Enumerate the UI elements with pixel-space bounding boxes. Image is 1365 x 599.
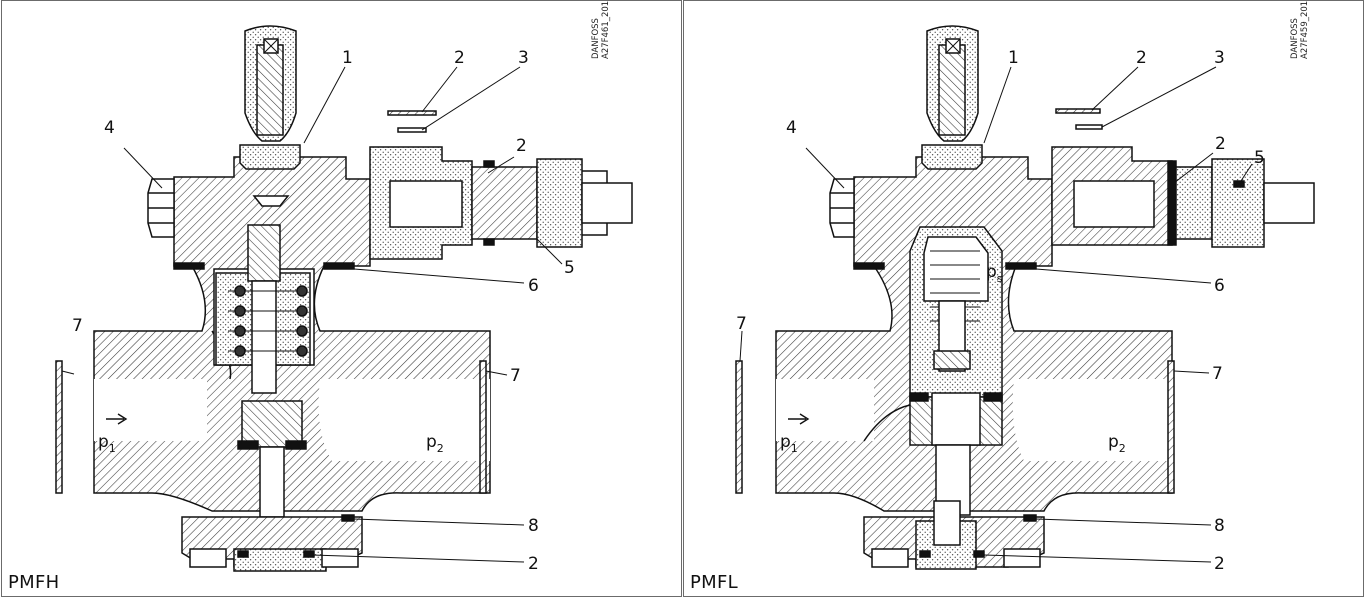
valve-body <box>55 25 633 572</box>
leader-lines <box>61 66 563 563</box>
flow-arrow-icon <box>788 413 810 425</box>
callout-1: 1 <box>1008 48 1019 68</box>
callout-8: 8 <box>528 516 539 536</box>
callout-7-left: 7 <box>736 314 747 334</box>
drawing-code-line-1: DANFOSS <box>1290 18 1300 59</box>
callout-1: 1 <box>342 48 353 68</box>
valve-body <box>735 25 1315 570</box>
callout-4: 4 <box>104 118 115 138</box>
leader-lines <box>739 66 1253 563</box>
drawing-code-line-1: DANFOSS <box>591 18 601 59</box>
callout-2-bottom: 2 <box>1214 554 1225 574</box>
callout-8: 8 <box>1214 516 1225 536</box>
callout-5: 5 <box>1254 148 1265 168</box>
pressure-label-ps: ps <box>986 262 1003 285</box>
callout-2-mid: 2 <box>1215 134 1226 154</box>
pressure-label-p2: p2 <box>426 432 444 455</box>
callout-2-bottom: 2 <box>528 554 539 574</box>
drawing-code-line-2: A27F459_2011 <box>1300 1 1310 59</box>
callout-7-left: 7 <box>72 316 83 336</box>
valve-drawing-pmfh: DANFOSS A27F461_2011 <box>55 1 633 574</box>
callout-2-top: 2 <box>1136 48 1147 68</box>
flow-arrow-icon <box>106 413 128 425</box>
panel-label-pmfl: PMFL <box>690 572 738 593</box>
pressure-label-p1: p1 <box>780 432 798 455</box>
callout-7-right: 7 <box>510 366 521 386</box>
callout-6: 6 <box>1214 276 1225 296</box>
panel-label-pmfh: PMFH <box>8 572 60 593</box>
panel-pmfl: DANFOSS A27F459_2011 <box>683 0 1364 597</box>
panel-pmfh: DANFOSS A27F461_2011 <box>1 0 682 597</box>
callout-3: 3 <box>518 48 529 68</box>
callout-3: 3 <box>1214 48 1225 68</box>
valve-drawing-pmfl: DANFOSS A27F459_2011 <box>735 1 1315 574</box>
callout-7-right: 7 <box>1212 364 1223 384</box>
callout-2-top: 2 <box>454 48 465 68</box>
callout-5: 5 <box>564 258 575 278</box>
pressure-label-p2: p2 <box>1108 432 1126 455</box>
drawing-code-line-2: A27F461_2011 <box>601 1 611 59</box>
callout-2-mid: 2 <box>516 136 527 156</box>
callout-4: 4 <box>786 118 797 138</box>
callout-6: 6 <box>528 276 539 296</box>
pressure-label-p1: p1 <box>98 432 116 455</box>
